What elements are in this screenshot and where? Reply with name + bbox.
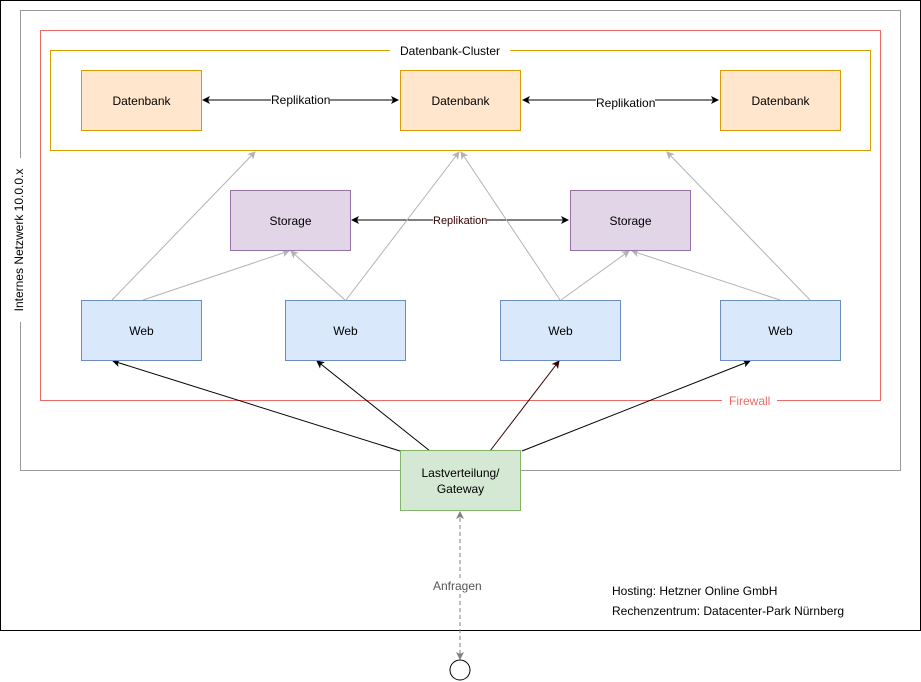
web1-to-storage1 <box>142 249 290 301</box>
database-node-1-label: Datenbank <box>112 93 171 108</box>
web4-to-storage2 <box>631 249 781 301</box>
database-node-3[interactable]: Datenbank <box>720 70 841 131</box>
web3-to-storage2 <box>560 250 630 301</box>
hosting-provider-text: Hosting: Hetzner Online GmbH <box>612 584 778 598</box>
web2-to-db2 <box>345 151 460 301</box>
web-node-3[interactable]: Web <box>500 300 621 361</box>
web-node-2[interactable]: Web <box>285 300 406 361</box>
storage-node-1-label: Storage <box>269 213 312 228</box>
firewall-label: Firewall <box>722 394 778 408</box>
database-cluster-label: Datenbank-Cluster <box>390 44 511 58</box>
firewall-boundary <box>40 30 881 401</box>
storage-node-2[interactable]: Storage <box>570 190 691 251</box>
gateway-to-web2 <box>316 360 431 452</box>
gateway-to-web4 <box>521 359 751 452</box>
web-node-2-label: Web <box>333 323 358 338</box>
gateway-node[interactable]: Lastverteilung/ Gateway <box>400 450 521 511</box>
web-node-4[interactable]: Web <box>720 300 841 361</box>
gateway-to-web3 <box>489 360 560 452</box>
client-endpoint <box>449 659 471 681</box>
web4-to-db3 <box>666 151 811 301</box>
database-node-2-label: Datenbank <box>431 93 490 108</box>
gateway-to-web1 <box>112 359 401 452</box>
storage-node-1[interactable]: Storage <box>230 190 351 251</box>
web2-to-storage1 <box>290 250 346 301</box>
database-node-1[interactable]: Datenbank <box>81 70 202 131</box>
web1-to-db1 <box>111 151 256 301</box>
web3-to-db2 <box>460 151 561 301</box>
web-node-3-label: Web <box>548 323 573 338</box>
web-node-4-label: Web <box>768 323 793 338</box>
web-node-1[interactable]: Web <box>81 300 202 361</box>
requests-label: Anfragen <box>433 579 482 593</box>
web-node-1-label: Web <box>129 323 154 338</box>
db-replication-label-2: Replikation <box>596 96 656 110</box>
database-node-3-label: Datenbank <box>751 93 810 108</box>
storage-node-2-label: Storage <box>609 213 652 228</box>
datacenter-text: Rechenzentrum: Datacenter-Park Nürnberg <box>612 604 845 618</box>
gateway-label-line1: Lastverteilung/ <box>421 465 500 480</box>
database-node-2[interactable]: Datenbank <box>400 70 521 131</box>
db-replication-label-1: Replikation <box>271 93 331 107</box>
storage-replication-label: Replikation <box>433 214 488 228</box>
gateway-label-line2: Gateway <box>436 481 485 496</box>
